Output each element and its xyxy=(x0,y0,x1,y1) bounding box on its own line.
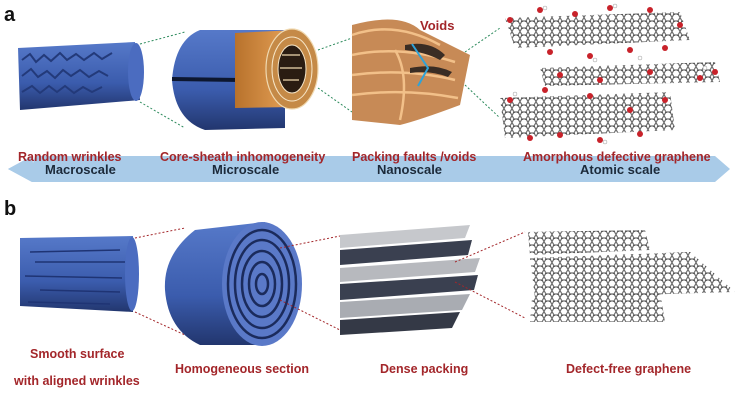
caption-aligned-wrinkles: with aligned wrinkles xyxy=(14,374,140,388)
aligned-wrinkles-fiber-icon xyxy=(20,236,139,312)
random-wrinkles-fiber-icon xyxy=(18,42,144,110)
caption-dense-packing: Dense packing xyxy=(380,362,469,376)
packing-faults-icon xyxy=(351,19,470,126)
voids-annotation: Voids xyxy=(420,18,455,33)
caption-random-wrinkles: Random wrinkles xyxy=(18,150,122,164)
zoom-line xyxy=(139,31,186,45)
void-arrow-icon xyxy=(411,43,430,87)
caption-homogeneous-section: Homogeneous section xyxy=(175,362,310,376)
scale-atomic: Atomic scale xyxy=(580,162,661,177)
scale-microscale: Microscale xyxy=(212,162,280,177)
caption-core-sheath: Core-sheath inhomogeneity xyxy=(160,150,326,164)
amorphous-graphene-icon xyxy=(500,3,720,145)
dense-packing-icon xyxy=(340,225,480,335)
core-sheath-fiber-icon xyxy=(171,28,319,130)
caption-smooth-surface: Smooth surface xyxy=(30,347,125,361)
scale-arrow xyxy=(8,156,730,182)
caption-amorphous-graphene: Amorphous defective graphene xyxy=(523,150,711,164)
caption-packing-faults: Packing faults /voids xyxy=(352,150,477,164)
panel-a-label: a xyxy=(4,4,16,26)
scale-nanoscale: Nanoscale xyxy=(377,162,443,177)
scale-macroscale: Macroscale xyxy=(45,162,116,177)
homogeneous-section-icon xyxy=(164,222,302,346)
defect-free-graphene-icon xyxy=(528,230,735,322)
caption-defect-free-graphene: Defect-free graphene xyxy=(566,362,692,376)
panel-b-label: b xyxy=(4,198,17,220)
